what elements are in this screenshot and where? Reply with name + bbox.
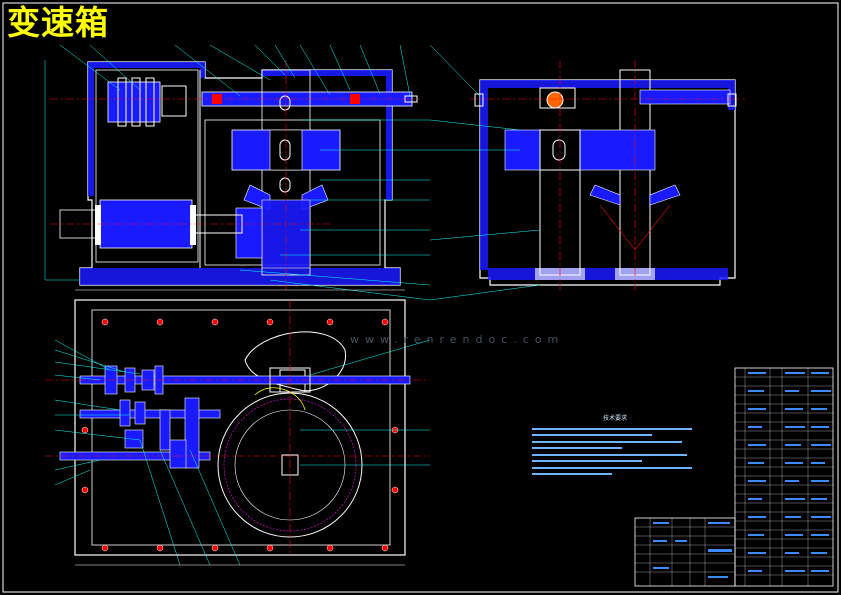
side-shaft-circle xyxy=(546,91,564,109)
side-bevel-left xyxy=(589,184,621,206)
technical-requirements: 技术要求 xyxy=(530,415,700,484)
drawing-title: 变速箱 xyxy=(7,3,109,42)
housing-inner-left xyxy=(95,69,199,263)
parts-list-rows xyxy=(735,368,833,586)
technical-requirements-lines xyxy=(532,428,692,475)
side-top-shaft xyxy=(639,89,731,105)
front-section-view xyxy=(44,44,431,301)
leader-lines-side xyxy=(429,44,541,301)
side-section-view xyxy=(429,44,745,301)
keyway-2 xyxy=(279,177,291,193)
bearing-right xyxy=(190,205,196,245)
side-end-cap-right xyxy=(727,93,737,107)
housing-base xyxy=(80,268,400,285)
technical-requirements-title: 技术要求 xyxy=(602,415,627,422)
plan-housing-inner xyxy=(91,309,391,546)
side-bevel-right xyxy=(649,184,681,206)
watermark: www.renrendoc.com xyxy=(350,333,565,346)
side-housing-wall xyxy=(480,80,735,270)
keyway-1 xyxy=(279,139,291,161)
keyway-3 xyxy=(279,95,291,111)
leader-lines-front xyxy=(44,44,431,301)
side-cone-line-1 xyxy=(599,204,636,251)
title-block-text-marks xyxy=(653,522,732,578)
leader-lines-plan xyxy=(54,339,431,566)
parts-list xyxy=(634,367,834,587)
plan-view xyxy=(45,289,431,566)
side-housing-outline xyxy=(479,79,736,286)
plan-shaft-2 xyxy=(79,409,221,419)
gear-tooth-3 xyxy=(145,77,155,127)
gear-tooth-2 xyxy=(131,77,141,127)
left-gear-cluster xyxy=(107,81,161,123)
bearing-left xyxy=(95,205,101,245)
title-block xyxy=(634,517,736,587)
title-block-grid xyxy=(635,518,735,586)
coupling xyxy=(161,85,187,117)
parts-list-text-marks xyxy=(748,372,831,572)
plan-bolt-holes xyxy=(81,318,399,552)
side-housing-base xyxy=(488,268,728,280)
side-keyway xyxy=(552,139,566,161)
plan-housing-outer xyxy=(74,299,406,556)
parts-list-table xyxy=(734,367,834,587)
side-end-cap-left xyxy=(474,93,484,107)
cam-follower-arc xyxy=(254,387,306,411)
side-cone-line-2 xyxy=(634,204,671,251)
gear-tooth-1 xyxy=(117,77,127,127)
